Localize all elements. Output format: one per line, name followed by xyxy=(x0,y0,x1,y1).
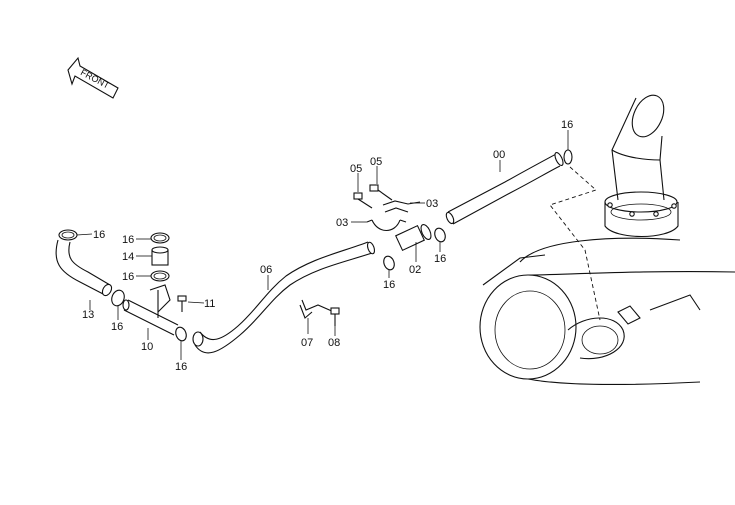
clamp-16-stack-bottom xyxy=(150,270,170,282)
label-11: 11 xyxy=(204,298,215,310)
pipe-10 xyxy=(122,284,179,336)
connector-02 xyxy=(395,224,432,252)
clamp-16-near-10 xyxy=(175,326,187,342)
label-03-left: 03 xyxy=(336,217,348,229)
hose-routing-dashed-line xyxy=(549,166,601,321)
label-16-near-13: 16 xyxy=(111,321,123,333)
label-03-right: 03 xyxy=(426,198,438,210)
bracket-07 xyxy=(299,299,335,319)
hose-13 xyxy=(55,239,113,297)
front-direction-arrow: FRONT xyxy=(67,56,119,99)
clamp-16-stack-top xyxy=(150,232,170,244)
label-16-right-of-02: 16 xyxy=(434,253,446,265)
sleeve-14 xyxy=(151,246,169,266)
bolt-05-right xyxy=(369,184,393,201)
clamp-16-right-of-02 xyxy=(434,227,446,243)
label-06: 06 xyxy=(260,264,272,276)
bolt-11 xyxy=(177,295,187,312)
label-14: 14 xyxy=(122,251,134,263)
part-labels: 16 16 14 16 11 13 16 10 16 06 07 08 05 0… xyxy=(82,119,573,373)
clamp-16-top-left xyxy=(58,229,78,241)
label-05-left: 05 xyxy=(350,163,362,175)
bolt-05-left xyxy=(353,192,373,209)
label-10: 10 xyxy=(141,341,153,353)
hose-06 xyxy=(192,241,376,354)
label-05-right: 05 xyxy=(370,156,382,168)
label-07: 07 xyxy=(301,337,313,349)
clamp-03-lower xyxy=(366,219,407,232)
label-02: 02 xyxy=(409,264,421,276)
label-16-stack-bottom: 16 xyxy=(122,271,134,283)
label-16-near-10: 16 xyxy=(175,361,187,373)
label-13: 13 xyxy=(82,309,94,321)
label-00: 00 xyxy=(493,149,505,161)
exhaust-pipe xyxy=(604,94,679,238)
leader-lines xyxy=(89,130,569,360)
clamp-16-top-right xyxy=(563,149,573,165)
label-16-top-right: 16 xyxy=(561,119,573,131)
label-16-stack-top: 16 xyxy=(122,234,134,246)
muffler-body xyxy=(479,237,735,385)
bolt-08 xyxy=(330,307,340,326)
label-16-left-of-02: 16 xyxy=(383,279,395,291)
clamp-16-left-of-02 xyxy=(383,255,395,271)
clamp-16-near-13 xyxy=(111,289,125,307)
label-08: 08 xyxy=(328,337,340,349)
label-16-top-left: 16 xyxy=(93,229,105,241)
hose-00 xyxy=(445,151,564,225)
